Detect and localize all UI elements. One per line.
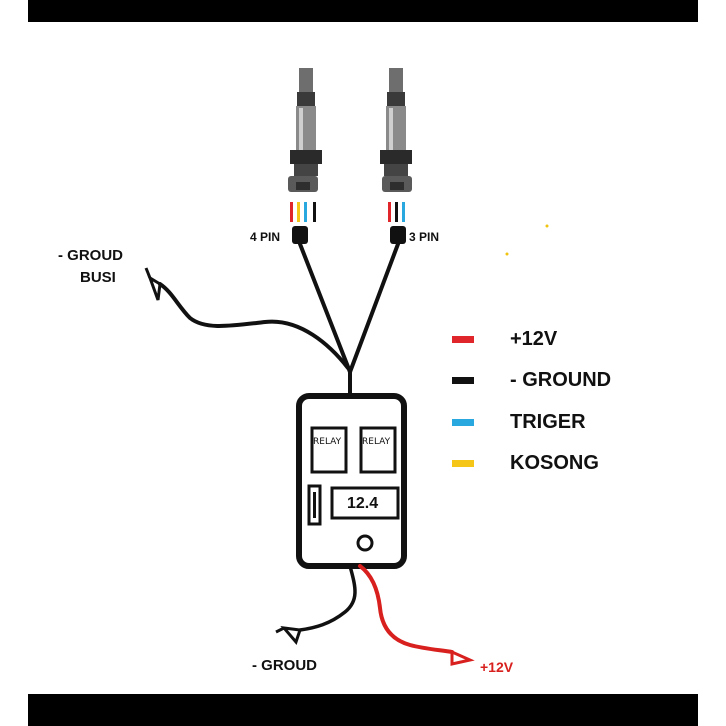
positive-clip — [450, 649, 475, 666]
three-pin-connector — [390, 226, 406, 244]
wire-strand — [402, 202, 405, 222]
wire-strand — [388, 202, 391, 222]
ground-bottom-label: - GROUD — [252, 657, 317, 674]
top-frame-bar — [28, 0, 698, 22]
legend-label: KOSONG — [510, 451, 599, 474]
ground-busi-clip — [144, 267, 162, 301]
ground-busi-label-line1: - GROUD — [58, 247, 123, 264]
wire-strand — [297, 202, 300, 222]
voltmeter-reading: 12.4 — [347, 495, 379, 512]
relay-left-label: RELAY — [313, 437, 342, 447]
ignition-coil-left — [288, 68, 322, 192]
wire-strand — [395, 202, 398, 222]
ignition-coil-right — [380, 68, 412, 192]
three-pin-wires — [388, 202, 405, 222]
four-pin-connector — [292, 226, 308, 244]
bottom-frame-bar — [28, 694, 698, 726]
four-pin-label: 4 PIN — [250, 230, 281, 244]
harness-cables — [158, 242, 400, 398]
three-pin-label: 3 PIN — [409, 230, 440, 244]
legend-swatch-red — [452, 335, 474, 343]
four-pin-wires — [290, 202, 316, 222]
wire-strand — [313, 202, 316, 222]
control-box — [296, 393, 407, 569]
relay-right-label: RELAY — [362, 437, 391, 447]
ground-wire-bottom — [298, 564, 357, 632]
legend-label: +12V — [510, 327, 558, 350]
legend-item-positive: +12V — [452, 327, 557, 351]
legend-label: TRIGER — [510, 410, 586, 433]
power-button — [356, 534, 374, 552]
legend-item-trigger: TRIGER — [452, 410, 586, 434]
wire-strand — [304, 202, 307, 222]
legend-swatch-black — [452, 376, 474, 384]
positive-12v-label: +12V — [480, 659, 514, 675]
legend-item-empty: KOSONG — [452, 451, 599, 475]
relay-left — [310, 426, 348, 474]
wire-strand — [290, 202, 293, 222]
positive-wire — [358, 564, 454, 654]
ground-clip-bottom — [275, 626, 303, 645]
legend-swatch-blue — [452, 418, 474, 426]
ground-busi-label-line2: BUSI — [80, 269, 116, 286]
legend-swatch-yellow — [452, 459, 474, 467]
legend-item-ground: - GROUND — [452, 368, 611, 392]
voltmeter-display — [330, 486, 400, 520]
legend-label: - GROUND — [510, 368, 612, 391]
relay-right — [359, 426, 397, 474]
